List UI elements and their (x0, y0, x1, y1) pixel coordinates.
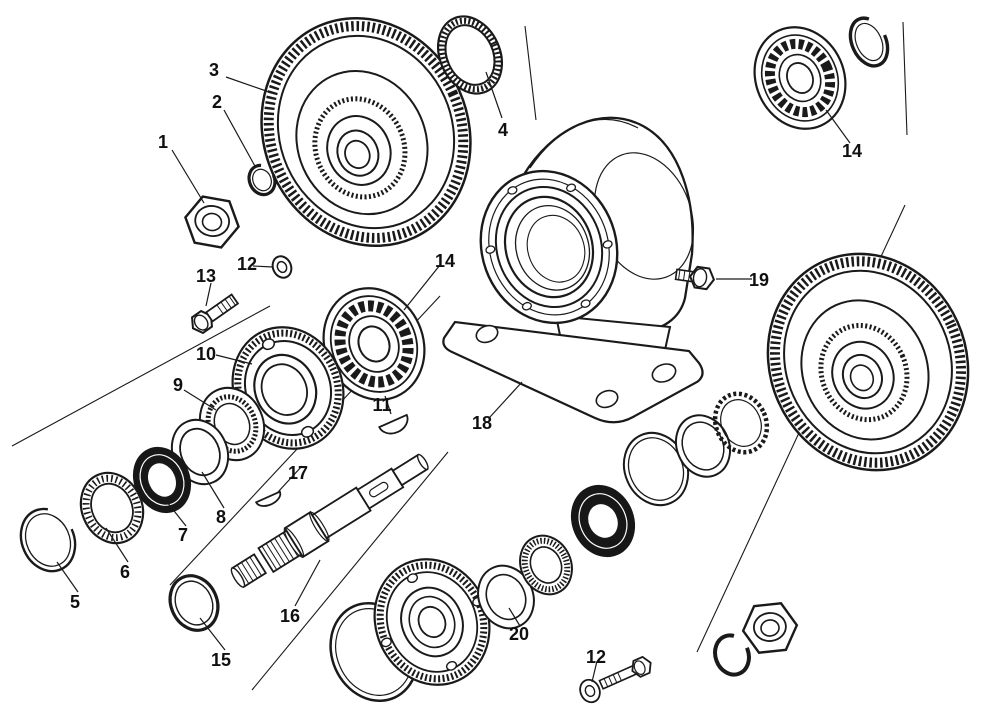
housing-base (442, 320, 704, 424)
seal-ring-mid (675, 414, 731, 478)
washer-bottom (579, 678, 601, 704)
callout-7: 7 (178, 525, 188, 545)
callout-14: 14 (435, 251, 455, 271)
bolt-bottom (598, 655, 652, 690)
woodruff-key (378, 413, 409, 435)
hex-nut-front (184, 195, 240, 249)
callout-13: 13 (196, 266, 216, 286)
callout-8: 8 (216, 507, 226, 527)
callout-12: 12 (237, 254, 257, 274)
front-pulley (260, 16, 472, 248)
seal-ring-top (437, 15, 503, 95)
callout-5: 5 (70, 592, 80, 612)
circlip-rear (713, 633, 751, 677)
callout-12b: 12 (586, 647, 606, 667)
snap-ring-top-right (848, 16, 890, 68)
bearing-center (322, 287, 426, 401)
o-ring (168, 574, 220, 632)
seal-dark-ring (519, 534, 573, 596)
shaft (230, 453, 429, 589)
plug-bolt (674, 265, 716, 291)
callout-10: 10 (196, 344, 216, 364)
callout-14b: 14 (842, 141, 862, 161)
bearing-top-right (753, 26, 847, 130)
open-ring (19, 507, 77, 573)
hatched-ring (79, 471, 145, 545)
shaft-key (254, 490, 282, 507)
housing-front-face (479, 169, 619, 325)
callout-18: 18 (472, 413, 492, 433)
callout-11: 11 (372, 395, 391, 415)
callout-17: 17 (288, 463, 308, 483)
leader-lines (56, 71, 851, 683)
washer-upper (271, 255, 293, 279)
housing (442, 116, 704, 424)
callout-16: 16 (280, 606, 300, 626)
callout-9: 9 (173, 375, 183, 395)
rear-pulley (766, 252, 970, 472)
seal-cup-black (570, 484, 636, 558)
bolt-small (190, 293, 240, 335)
callout-4: 4 (498, 120, 508, 140)
rubber-seal (132, 446, 192, 514)
callout-20: 20 (509, 624, 529, 644)
hex-nut-rear (741, 602, 799, 654)
callout-19: 19 (749, 270, 769, 290)
callout-15: 15 (211, 650, 231, 670)
callout-3: 3 (209, 60, 219, 80)
callout-6: 6 (120, 562, 130, 582)
callout-2: 2 (212, 92, 222, 112)
callout-1: 1 (158, 132, 168, 152)
